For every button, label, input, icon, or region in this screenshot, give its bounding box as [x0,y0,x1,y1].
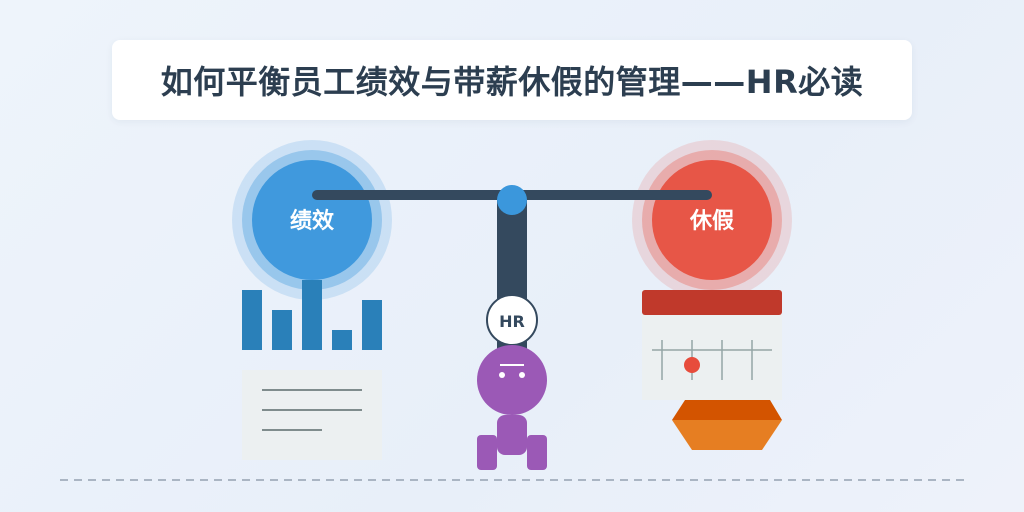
page-title: 如何平衡员工绩效与带薪休假的管理——HR必读 [160,63,864,101]
document-icon [242,370,382,460]
suitcase-icon [672,400,782,450]
calendar-icon [642,290,782,400]
bar-chart-icon [242,280,382,350]
person-icon [477,345,547,470]
performance-label: 绩效 [289,209,334,234]
leave-label: 休假 [689,209,734,234]
title-card: 如何平衡员工绩效与带薪休假的管理——HR必读 [112,40,912,120]
leave-circle [632,140,792,300]
pivot-icon [497,185,527,215]
performance-circle [232,140,392,300]
hr-badge-label: HR [499,312,525,331]
